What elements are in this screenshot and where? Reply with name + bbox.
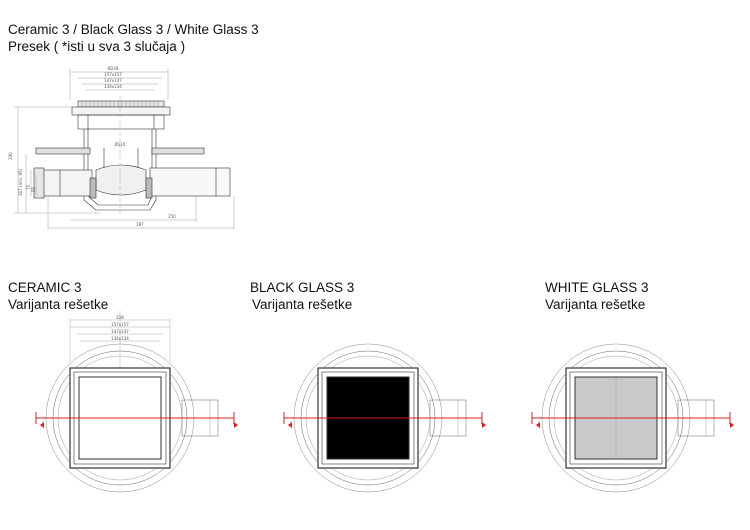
- dim-top-0: Ø228: [108, 66, 119, 71]
- variant-title-white-glass: WHITE GLASS 3: [545, 280, 649, 295]
- variant-caption-white-glass: Varijanta rešetke: [545, 297, 646, 312]
- dim-bottom-0: 250: [168, 214, 176, 219]
- section-grate: [77, 100, 165, 108]
- variant-caption-black-glass: Varijanta rešetke: [252, 297, 353, 312]
- section-flange-right: [151, 147, 205, 155]
- drawing-title: Ceramic 3 / Black Glass 3 / White Glass …: [8, 22, 259, 37]
- plan-dim-3: 134x134: [111, 336, 129, 341]
- plan-dim-2: 147x147: [111, 329, 129, 334]
- dim-left-3: 55: [31, 186, 36, 192]
- variant-title-black-glass: BLACK GLASS 3: [250, 280, 355, 295]
- drawing-subtitle: Presek ( *isti u sva 3 slučaja ): [8, 39, 186, 54]
- dim-top-2: 147x147: [104, 78, 122, 83]
- dim-bottom-1: 287: [136, 222, 144, 227]
- dim-left-1: 167 (min. 95): [18, 168, 23, 196]
- plan-view-ceramic: 228 157x157 147x147 134x134: [35, 310, 238, 493]
- dim-top-1: 157x157: [104, 72, 122, 77]
- dim-left-2: 75: [26, 184, 31, 190]
- section-flange-left: [35, 147, 91, 155]
- plan-view-black-glass: [283, 343, 486, 493]
- section-view: Ø228 157x157 147x147 134x134: [8, 66, 235, 230]
- plan-view-white-glass: [531, 343, 734, 493]
- plan-dim-1: 157x157: [111, 322, 129, 327]
- section-outlet-pipe: [39, 169, 93, 197]
- section-top-dimensions: [69, 68, 169, 100]
- plan-dim-0: 228: [116, 315, 124, 320]
- dim-top-3: 134x134: [104, 84, 122, 89]
- dim-left-0: 190: [8, 152, 13, 160]
- variant-title-ceramic: CERAMIC 3: [8, 280, 82, 295]
- section-left-dimensions: [14, 106, 100, 214]
- variant-caption-ceramic: Varijanta rešetke: [8, 297, 109, 312]
- dim-inner: Ø110: [115, 142, 126, 147]
